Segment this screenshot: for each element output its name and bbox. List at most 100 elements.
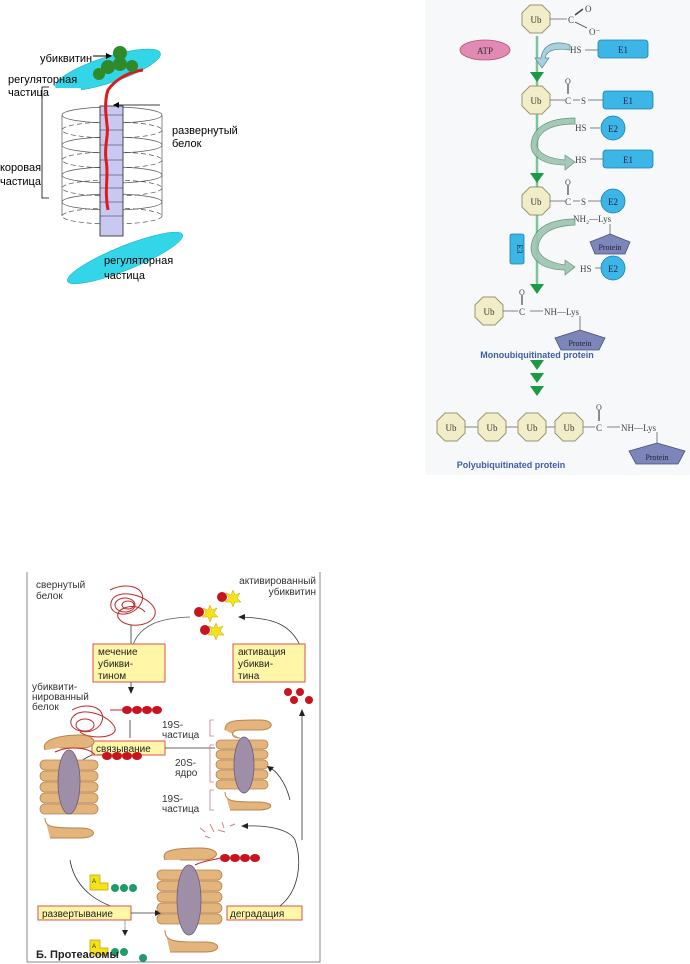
svg-text:Ub: Ub (531, 15, 542, 25)
svg-text:19S-: 19S- (162, 794, 183, 805)
svg-text:C: C (596, 423, 602, 433)
svg-text:активированный: активированный (239, 576, 316, 587)
channel-divisions (100, 114, 123, 217)
svg-text:A: A (92, 879, 96, 885)
svg-text:HS: HS (570, 45, 582, 55)
e1-enzyme (597, 39, 649, 59)
svg-text:связывание: связывание (96, 744, 151, 755)
svg-text:S: S (581, 96, 586, 106)
e1-enzyme (602, 149, 654, 169)
svg-text:Protein: Protein (645, 453, 668, 462)
ub-octagon (521, 4, 551, 34)
svg-text:HS: HS (580, 264, 592, 274)
svg-text:NH—Lys: NH—Lys (544, 307, 580, 317)
unfolded-protein-chain (104, 68, 144, 211)
e2-enzyme (600, 188, 626, 214)
particle-brackets (209, 719, 214, 811)
regulatory-particle-bottom (67, 231, 183, 285)
proteasome-free (215, 719, 272, 811)
label-regulatory-top-2: частица (8, 87, 50, 99)
e3-enzyme (509, 233, 525, 265)
svg-text:белок: белок (36, 590, 63, 602)
figure-frame (26, 572, 321, 963)
svg-text:Ub: Ub (531, 96, 542, 106)
e2-enzyme (600, 255, 626, 281)
activation-arrow (239, 616, 301, 646)
monoubiquitinated-protein: Ub C O NH—Lys Protein (474, 288, 606, 351)
svg-text:E2: E2 (608, 264, 618, 274)
ubiquitin-bead (113, 46, 127, 60)
ubiquitinated-protein (70, 705, 162, 738)
ubiquitin-bead (126, 60, 138, 72)
degradation-arrow (244, 825, 300, 907)
e3-transfer-arrow (530, 218, 576, 276)
svg-text:активация: активация (238, 647, 286, 658)
e2-enzyme (600, 115, 626, 141)
e2-exchange-arrow (530, 117, 576, 171)
svg-text:O: O (565, 77, 571, 86)
label-unfolded-protein: развернутый (172, 125, 238, 137)
pathway-arrowheads (530, 72, 544, 396)
svg-text:O: O (585, 4, 592, 14)
svg-text:ядро: ядро (175, 768, 198, 779)
svg-text:A: A (92, 944, 96, 950)
svg-text:Ub: Ub (527, 423, 538, 433)
mono-caption: Monoubiquitinated protein (480, 350, 593, 360)
svg-text:O: O (596, 403, 602, 412)
svg-text:O: O (519, 288, 525, 297)
svg-text:E1: E1 (623, 96, 633, 106)
svg-text:мечение: мечение (98, 647, 138, 658)
svg-text:E1: E1 (623, 155, 633, 165)
ubiquitin-chain (93, 46, 138, 80)
label-ubiquitin: убиквитин (40, 53, 92, 65)
label-core-particle: коровая (0, 162, 41, 174)
e1-enzyme (602, 90, 654, 110)
atp-label: ATP (477, 46, 493, 56)
label-regulatory-bottom-2: частица (104, 270, 146, 282)
core-channel (99, 105, 124, 237)
protein-pentagon (589, 233, 631, 255)
svg-text:C: C (519, 307, 525, 317)
ub-chain: Ub Ub Ub Ub (436, 412, 584, 442)
folded-protein (109, 585, 156, 626)
svg-text:20S-: 20S- (175, 758, 196, 769)
tagging-box (92, 643, 166, 683)
svg-text:E3: E3 (515, 245, 524, 254)
svg-text:Ub: Ub (446, 423, 457, 433)
ubiquitin-bead (93, 68, 105, 80)
polyubiquitinated-protein: Ub Ub Ub Ub C O NH—Lys Protein (436, 403, 686, 465)
poly-caption: Polyubiquitinated protein (457, 460, 566, 470)
figure-background (425, 0, 690, 475)
svg-text:Ub: Ub (484, 307, 495, 317)
svg-text:свернутый: свернутый (36, 580, 85, 591)
svg-text:C: C (568, 15, 574, 25)
peptide-fragments (199, 821, 236, 839)
svg-text:тином: тином (98, 671, 126, 682)
label-unfolded-protein-2: белок (172, 138, 202, 150)
svg-text:C: C (565, 96, 571, 106)
svg-text:частица: частица (162, 730, 200, 741)
svg-text:O⁻: O⁻ (589, 27, 600, 37)
nh2-lys: NH₂—Lys (573, 214, 612, 224)
svg-text:19S-: 19S- (162, 720, 183, 731)
degradation-box (226, 905, 303, 921)
svg-text:деградация: деградация (230, 909, 284, 920)
svg-text:Ub: Ub (487, 423, 498, 433)
svg-text:Ub: Ub (564, 423, 575, 433)
figure-caption: Б. Протеасомы (36, 949, 119, 961)
svg-text:Protein: Protein (598, 243, 621, 252)
svg-text:HS: HS (575, 123, 587, 133)
ubiquitin-bead (113, 57, 127, 71)
svg-text:E2: E2 (608, 197, 618, 207)
atp-ubiquitin-green-1: A (89, 874, 137, 892)
svg-text:S: S (581, 197, 586, 207)
svg-text:Protein: Protein (568, 339, 591, 348)
svg-text:частица: частица (162, 804, 200, 815)
svg-text:E2: E2 (608, 124, 618, 134)
activation-box (232, 643, 306, 683)
svg-text:NH—Lys: NH—Lys (621, 423, 657, 433)
activated-ubiquitin (194, 589, 242, 641)
atp-ellipse (459, 39, 511, 61)
svg-text:O: O (565, 178, 571, 187)
svg-text:убиквитин: убиквитин (269, 586, 316, 598)
